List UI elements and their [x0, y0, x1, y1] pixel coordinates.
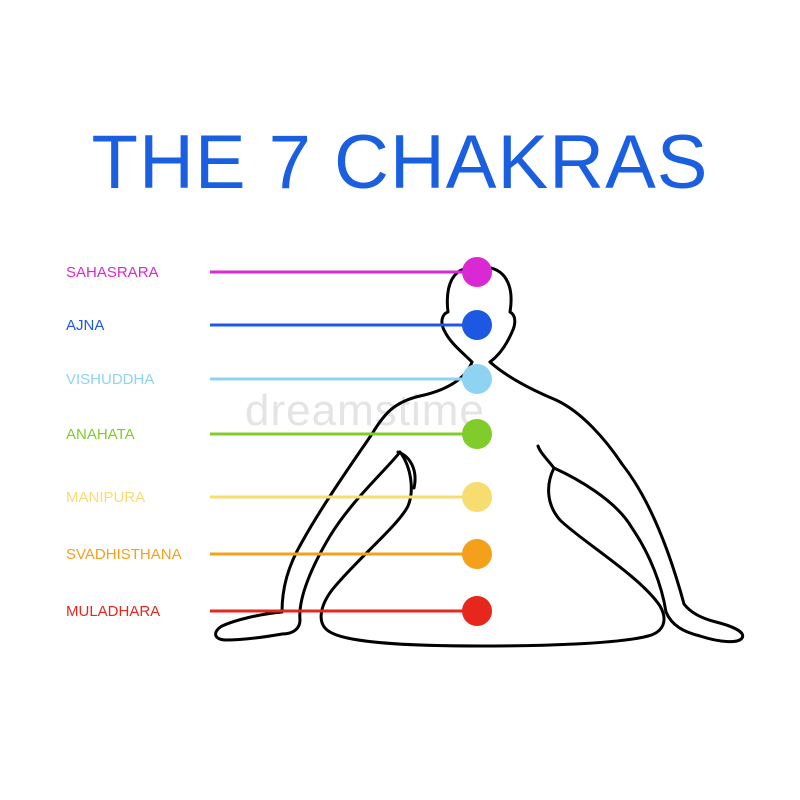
chakra-dot [462, 310, 492, 340]
chakra-muladhara: MULADHARA [66, 596, 492, 626]
chakra-label: ANAHATA [66, 426, 135, 443]
chakra-manipura: MANIPURA [66, 482, 492, 512]
chakra-dot [462, 419, 492, 449]
chakra-dot [462, 482, 492, 512]
chakra-label: MULADHARA [66, 603, 160, 620]
chakra-label: AJNA [66, 317, 104, 334]
chakra-dot [462, 539, 492, 569]
chakra-label: VISHUDDHA [66, 371, 154, 388]
chakra-layer: SAHASRARA AJNA VISHUDDHA ANAHATA MANIPURA SVA… [66, 257, 492, 626]
chakra-label: SVADHISTHANA [66, 546, 182, 563]
chakra-vishuddha: VISHUDDHA [66, 364, 492, 394]
page-title: THE 7 CHAKRAS [91, 120, 709, 205]
chakra-anahata: ANAHATA [66, 419, 492, 449]
chakra-dot [462, 364, 492, 394]
body-outline [214, 360, 745, 648]
chakra-label: SAHASRARA [66, 264, 159, 281]
left-leg-outline [396, 450, 417, 490]
chakra-ajna: AJNA [66, 310, 492, 340]
chakra-dot [462, 257, 492, 287]
chakra-label: MANIPURA [66, 489, 145, 506]
right-leg-outline [536, 444, 556, 470]
chakra-sahasrara: SAHASRARA [66, 257, 492, 287]
watermark-logo: dreamstime [245, 386, 485, 435]
chakra-dot [462, 596, 492, 626]
chakra-svadhisthana: SVADHISTHANA [66, 539, 492, 569]
